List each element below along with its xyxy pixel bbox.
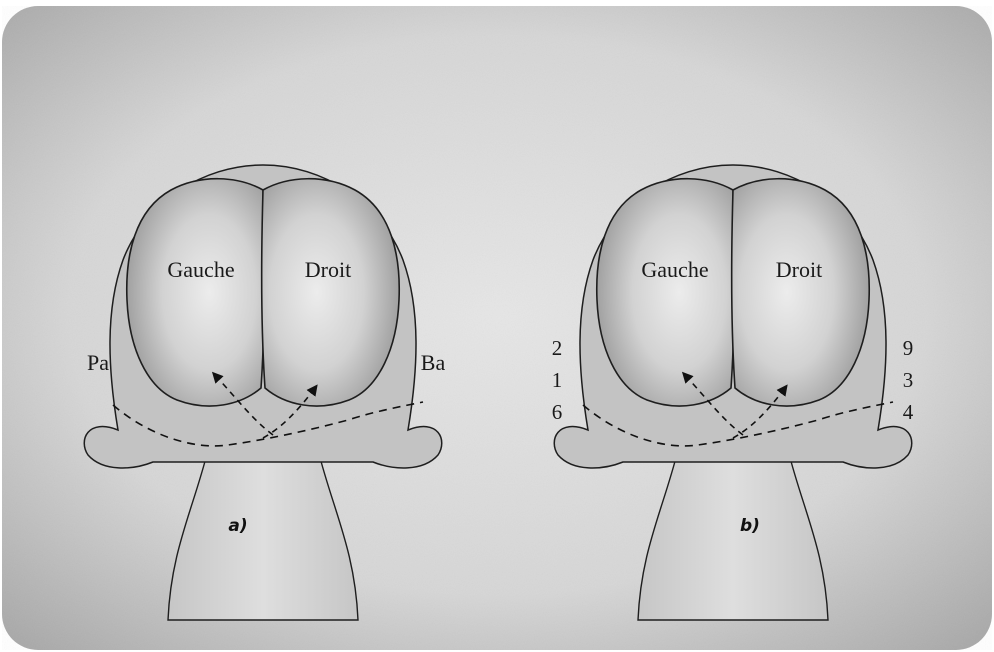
panel-a-right-hemisphere-label: Droit: [305, 257, 351, 282]
panel-b-left-hemisphere-label: Gauche: [641, 257, 708, 282]
panel-b-right-number-3: 4: [903, 400, 914, 424]
panel-b-letter: b): [740, 516, 760, 536]
panel-b-right-hemisphere-label: Droit: [776, 257, 822, 282]
panel-b-right-number-1: 9: [903, 336, 914, 360]
panel-a-left-hemisphere-label: Gauche: [167, 257, 234, 282]
panel-a-left-side-label: Pa: [87, 350, 109, 375]
panel-b-left-number-1: 2: [552, 336, 563, 360]
panel-a-letter: a): [228, 516, 247, 536]
panel-b-left-number-2: 1: [552, 368, 563, 392]
panel-b-left-number-3: 6: [552, 400, 563, 424]
panel-b-right-number-2: 3: [903, 368, 914, 392]
panel-a-right-side-label: Ba: [421, 350, 446, 375]
